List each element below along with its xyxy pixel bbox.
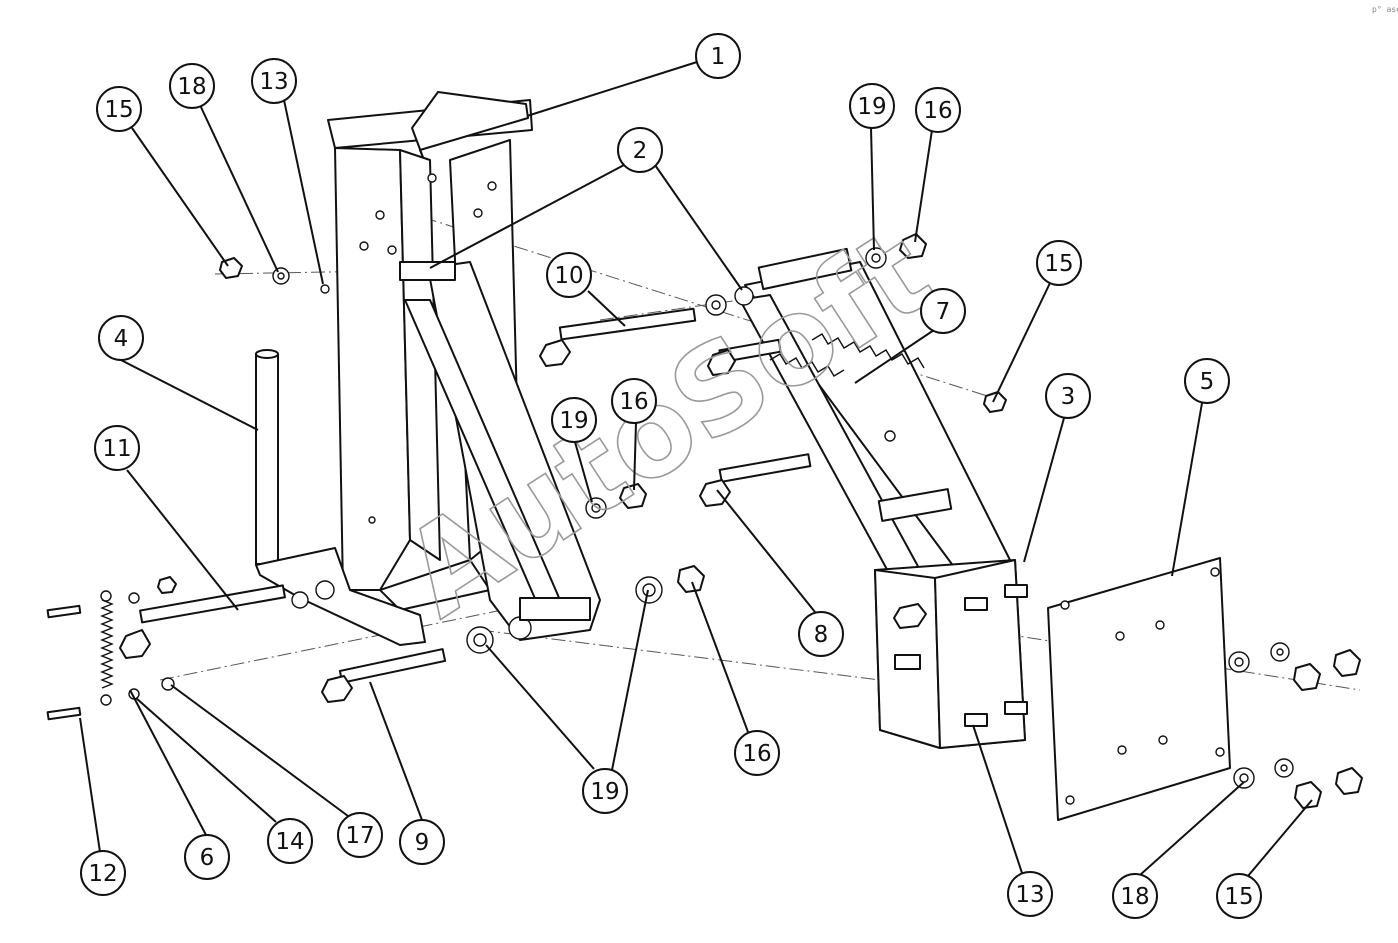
svg-text:16: 16 [923,98,952,124]
callout-6: 6 [184,834,230,880]
svg-text:18: 18 [177,74,206,100]
bolts [46,307,812,721]
callout-19-top: 19 [849,83,895,129]
svg-text:13: 13 [1015,882,1044,908]
corner-mark: p° ase [1372,5,1398,14]
callout-3: 3 [1045,373,1091,419]
callout-16-top-right: 16 [915,87,961,133]
link-arm-left [399,261,601,641]
callout-15-bottom-right: 15 [1216,873,1262,919]
callout-7: 7 [920,288,966,334]
svg-text:13: 13 [259,69,288,95]
callout-12: 12 [80,850,126,896]
svg-text:11: 11 [102,436,131,462]
svg-text:10: 10 [554,263,583,289]
svg-text:6: 6 [200,845,215,871]
svg-text:3: 3 [1061,384,1076,410]
spring-pair [769,333,925,442]
svg-text:19: 19 [857,94,886,120]
svg-text:15: 15 [1044,251,1073,277]
svg-text:1: 1 [711,44,726,70]
vertical-tube [255,349,426,646]
callout-19-middle: 19 [551,397,597,443]
callout-16-bottom: 16 [734,730,780,776]
nuts-and-washers [128,233,1363,809]
svg-text:9: 9 [415,830,430,856]
callout-18-top: 18 [169,63,215,109]
callout-4: 4 [98,315,144,361]
svg-text:7: 7 [936,299,951,325]
callout-11: 11 [94,425,140,471]
svg-text:15: 15 [104,97,133,123]
svg-text:14: 14 [275,829,304,855]
callout-19-bottom: 19 [582,768,628,814]
svg-text:8: 8 [814,622,829,648]
mounting-plate [1047,557,1231,821]
callout-1: 1 [695,33,741,79]
svg-text:15: 15 [1224,884,1253,910]
callout-8: 8 [798,611,844,657]
tension-spring [100,590,114,706]
svg-text:5: 5 [1200,369,1215,395]
callout-17: 17 [337,812,383,858]
svg-text:17: 17 [345,823,374,849]
rear-bracket [874,559,1028,749]
svg-text:16: 16 [619,389,648,415]
callout-14: 14 [267,818,313,864]
svg-text:19: 19 [559,408,588,434]
svg-text:19: 19 [590,779,619,805]
svg-text:2: 2 [633,138,648,164]
callout-2: 2 [617,127,663,173]
callout-13-top: 13 [251,58,297,104]
svg-text:4: 4 [114,326,129,352]
callout-16-middle: 16 [611,378,657,424]
callout-9: 9 [399,819,445,865]
callout-13-bottom: 13 [1007,871,1053,917]
callout-15-top-left: 15 [96,86,142,132]
leader-lines [79,61,1313,877]
callout-10: 10 [546,252,592,298]
svg-text:12: 12 [88,861,117,887]
callout-5: 5 [1184,358,1230,404]
svg-text:16: 16 [742,741,771,767]
svg-text:18: 18 [1120,884,1149,910]
callout-15-right: 15 [1036,240,1082,286]
callout-bubbles: 1 2 3 4 5 6 7 8 9 10 11 12 13 13 14 15 1… [80,33,1262,919]
callout-18-bottom: 18 [1112,873,1158,919]
